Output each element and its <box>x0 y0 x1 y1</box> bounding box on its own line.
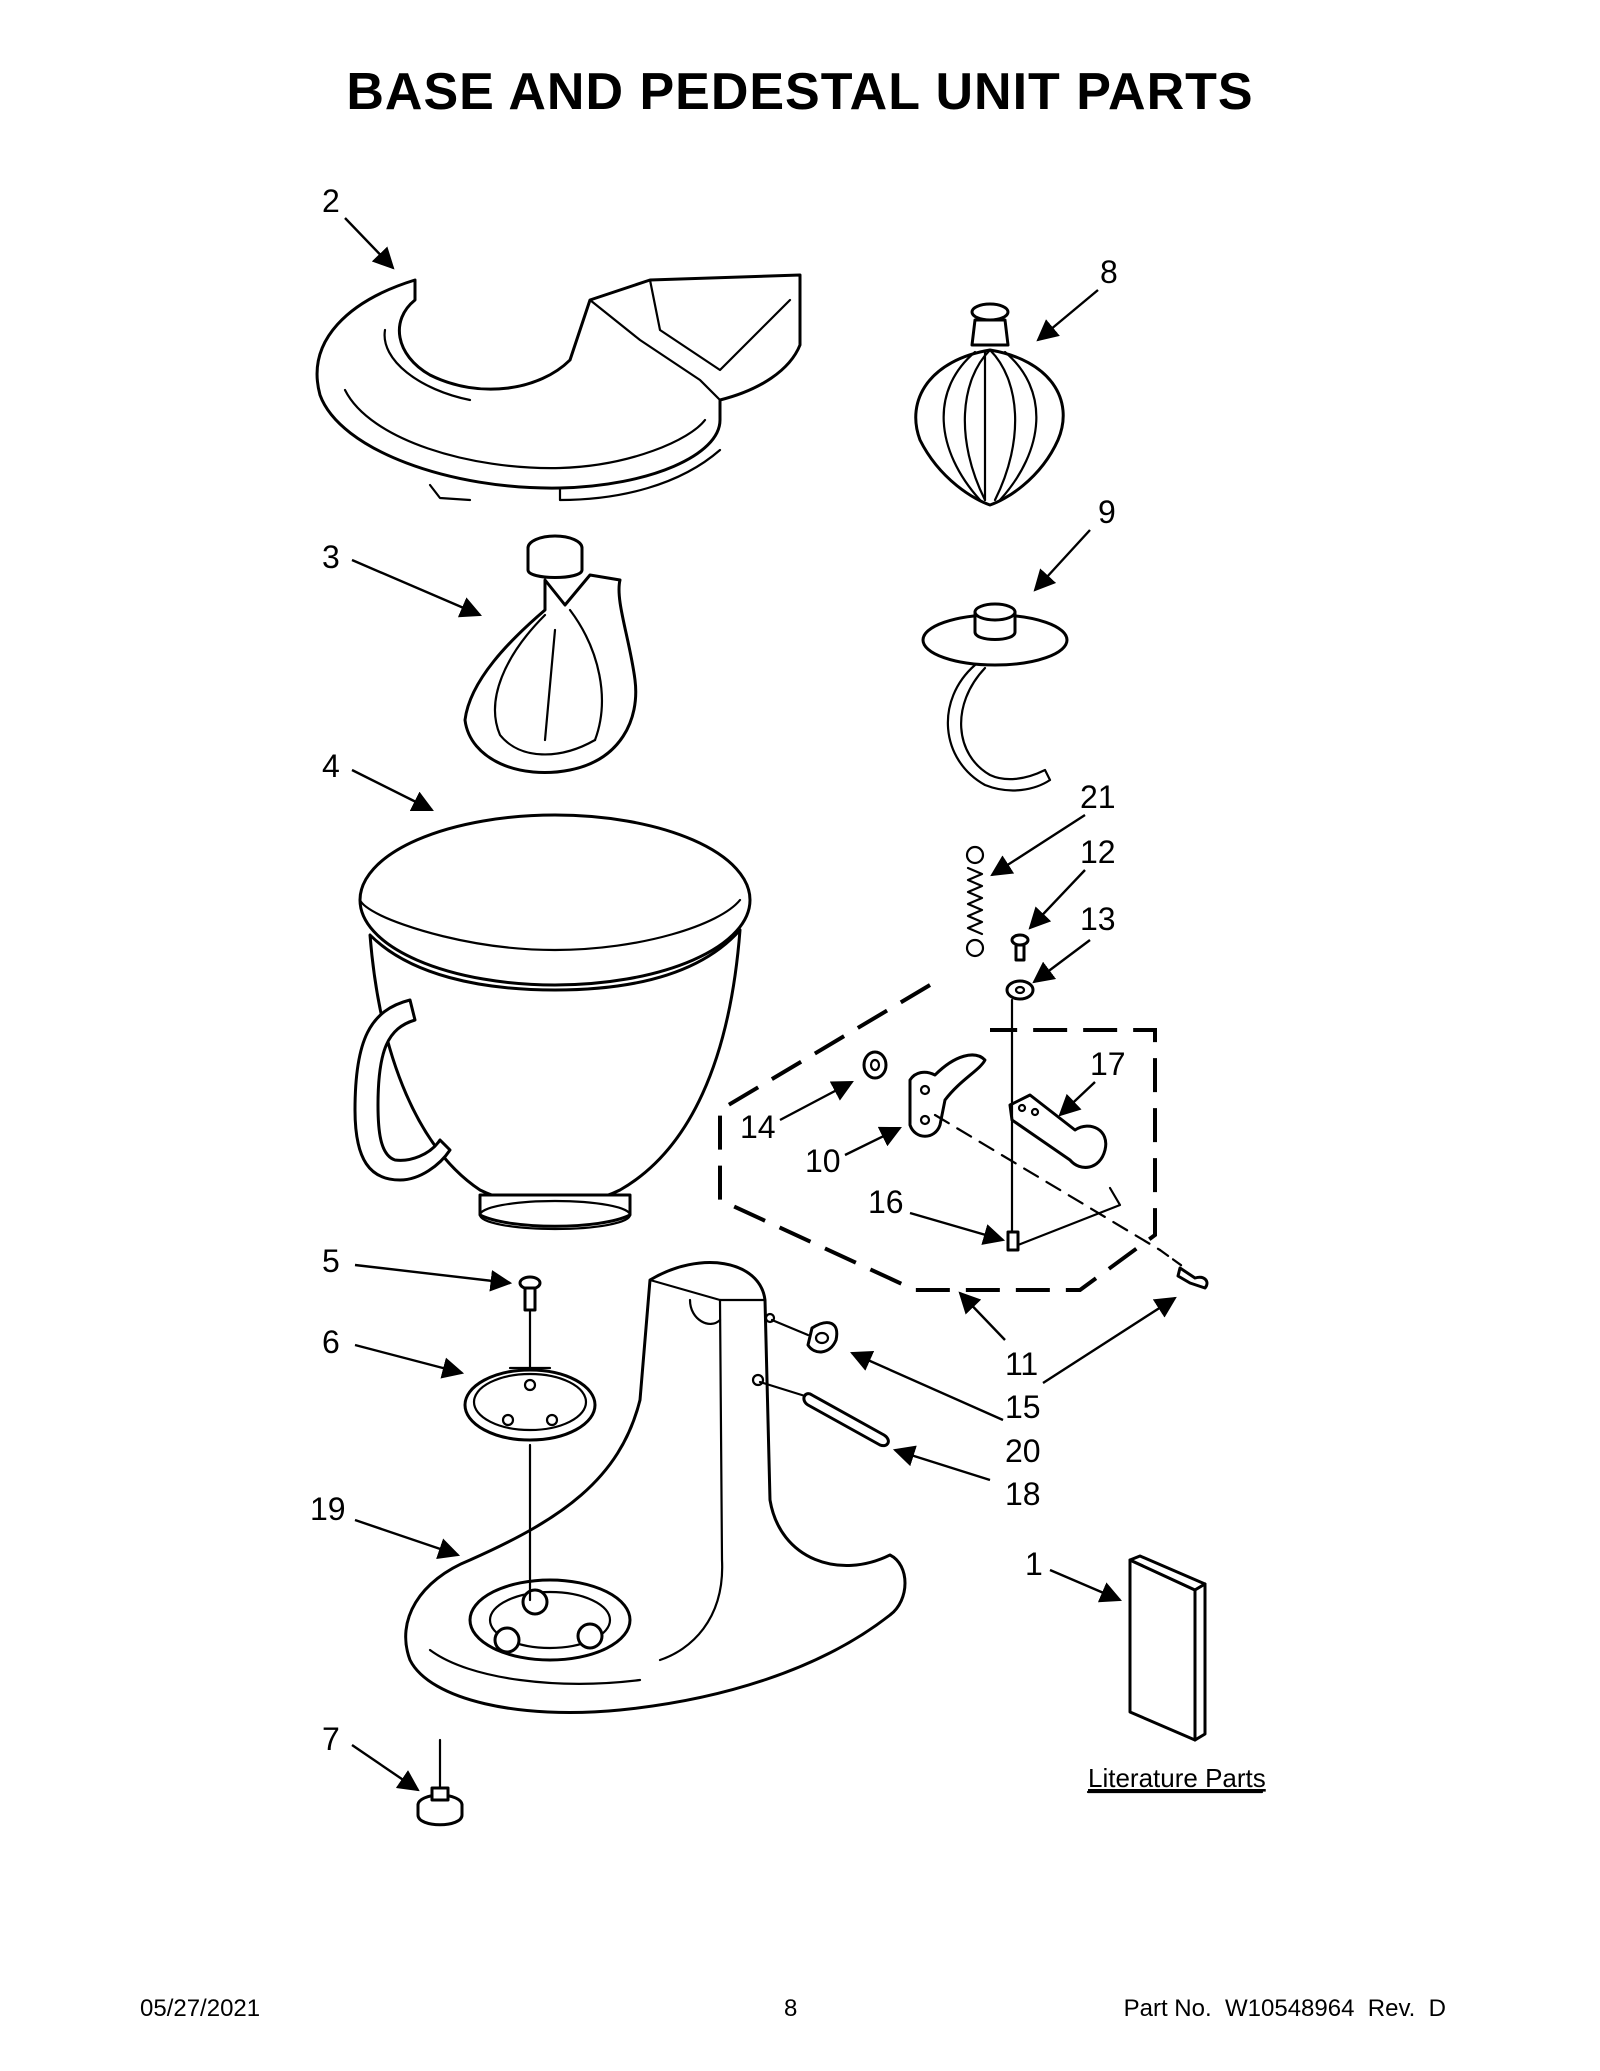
dough-hook-part <box>921 602 1069 792</box>
hinge-pin-part <box>1158 1248 1209 1290</box>
callout-13: 13 <box>1080 901 1116 937</box>
footer-date: 05/27/2021 <box>140 1995 261 2022</box>
callout-17: 17 <box>1090 1046 1126 1082</box>
literature-booklet-part <box>1128 1554 1207 1742</box>
mixing-bowl-part <box>353 813 752 1231</box>
callout-4: 4 <box>322 748 340 784</box>
callout-15: 15 <box>1005 1389 1041 1425</box>
small-screw-part <box>1010 933 1030 962</box>
callout-12: 12 <box>1080 834 1116 870</box>
foot-part <box>416 1786 464 1827</box>
literature-parts-label: Literature Parts <box>1088 1763 1266 1793</box>
flat-beater-part <box>463 534 638 775</box>
page-title: BASE AND PEDESTAL UNIT PARTS <box>346 63 1254 121</box>
callout-14: 14 <box>740 1109 776 1145</box>
footer-part-number: Part No. W10548964 Rev. D <box>1123 1995 1446 2022</box>
callout-21: 21 <box>1080 779 1116 815</box>
pouring-shield-part <box>315 273 802 502</box>
callout-3: 3 <box>322 539 340 575</box>
lift-lever-part <box>1008 1093 1108 1169</box>
callout-19: 19 <box>310 1491 346 1527</box>
callout-11: 11 <box>1005 1346 1038 1382</box>
callout-20: 20 <box>1005 1433 1041 1469</box>
callout-1: 1 <box>1025 1546 1043 1582</box>
spring-part <box>965 845 985 958</box>
pin-rod-part <box>802 1392 890 1448</box>
callout-6: 6 <box>322 1324 340 1360</box>
callout-8: 8 <box>1100 254 1118 290</box>
screw-part <box>518 1275 542 1312</box>
lift-bracket-part <box>908 1053 987 1138</box>
footer-page-number: 8 <box>784 1995 798 2022</box>
lift-rod-part <box>933 998 1162 1252</box>
callout-9: 9 <box>1098 494 1116 530</box>
callout-5: 5 <box>322 1243 340 1279</box>
leader-lines <box>344 217 1177 1792</box>
lift-washer-part <box>862 1050 888 1080</box>
callout-numbers: 2 8 3 9 4 21 12 13 17 14 10 16 5 6 11 15… <box>310 183 1266 1794</box>
wire-whip-part <box>914 302 1065 507</box>
bowl-lift-assembly-outline <box>718 983 1157 1292</box>
washer-part <box>1005 979 1035 1001</box>
callout-7: 7 <box>322 1721 340 1757</box>
callout-16: 16 <box>868 1184 904 1220</box>
callout-10: 10 <box>805 1143 841 1179</box>
clamp-plate-part <box>463 1366 597 1442</box>
callout-2: 2 <box>322 183 340 219</box>
callout-18: 18 <box>1005 1476 1041 1512</box>
latch-part <box>806 1321 839 1354</box>
